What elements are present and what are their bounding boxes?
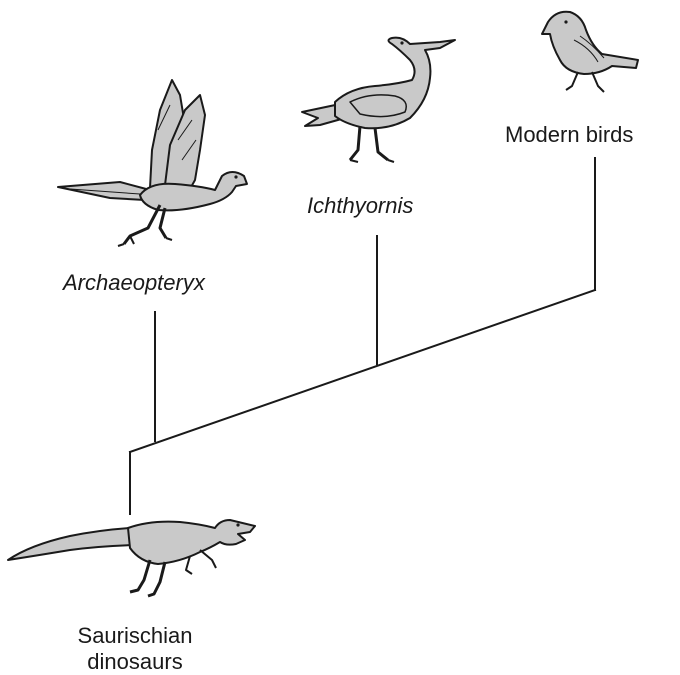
archaeopteryx-illustration xyxy=(58,80,247,246)
modern-bird-illustration xyxy=(542,12,638,92)
ichthyornis-label: Ichthyornis xyxy=(307,193,413,219)
saurischian-dinosaur-illustration xyxy=(8,520,255,596)
ichthyornis-illustration xyxy=(302,38,455,162)
archaeopteryx-label: Archaeopteryx xyxy=(63,270,205,296)
modern-birds-label: Modern birds xyxy=(505,122,633,148)
saurischian-dinosaurs-label-line1: Saurischian xyxy=(40,623,230,649)
saurischian-dinosaurs-label-line2: dinosaurs xyxy=(40,649,230,675)
main-branch-line xyxy=(130,290,595,452)
